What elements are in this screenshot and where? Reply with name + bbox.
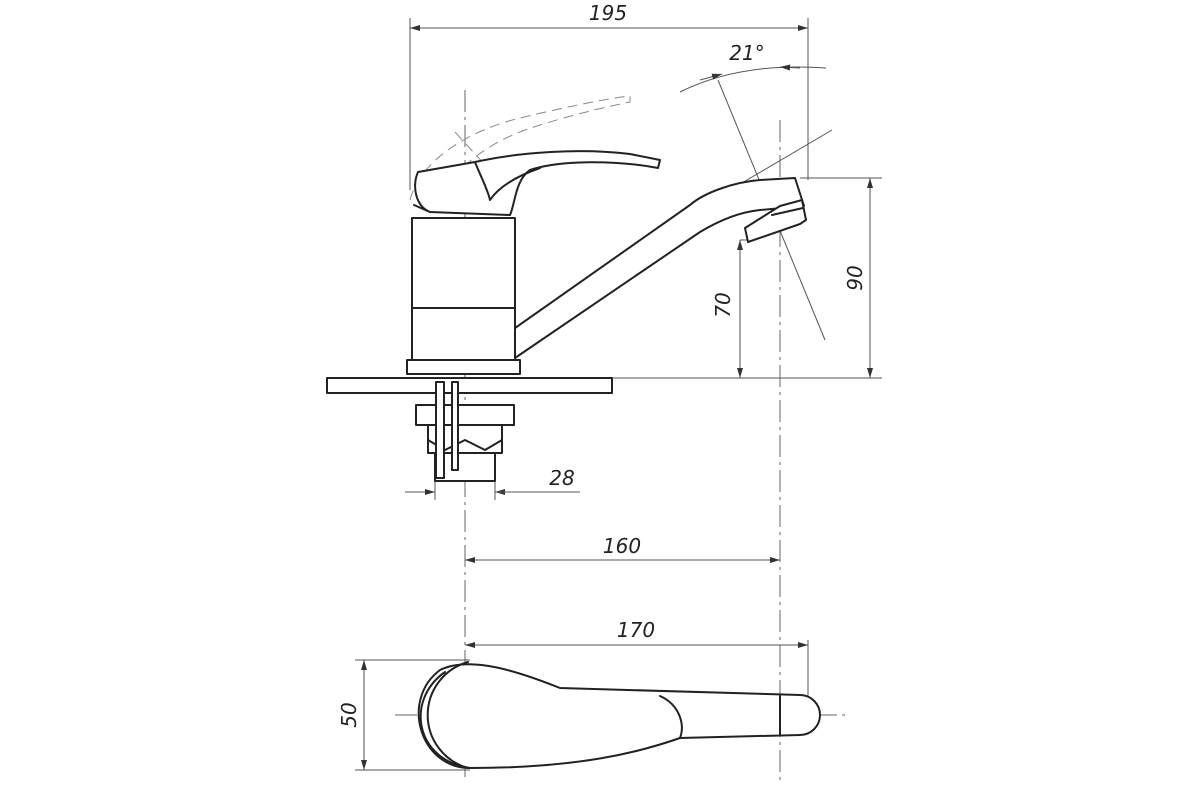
raised-lever-ghost <box>409 95 631 201</box>
faucet-front-view <box>326 150 807 482</box>
spout <box>497 177 805 359</box>
mounting-stud <box>435 381 445 479</box>
dim-label-195: 195 <box>589 1 627 25</box>
dim-label-70: 70 <box>711 292 735 317</box>
top-view-lever <box>417 663 821 769</box>
body-lower <box>411 307 516 361</box>
body-base-ring <box>406 359 521 375</box>
dim-label-90: 90 <box>843 265 867 290</box>
dim-label-170: 170 <box>617 618 655 642</box>
deck-plate <box>326 377 613 394</box>
lever-handle <box>414 150 661 216</box>
dim-label-50: 50 <box>337 702 361 727</box>
dimension-lines <box>361 25 873 770</box>
dim-label-160: 160 <box>603 534 641 558</box>
angle-construction <box>679 66 833 341</box>
faucet-top-view <box>417 661 821 769</box>
dim-label-28: 28 <box>549 466 574 490</box>
mounting-nut <box>415 404 515 426</box>
dim-label-angle: 21° <box>729 41 764 65</box>
body-upper <box>411 217 516 309</box>
dimension-labels: 195 21° 90 70 28 160 170 50 <box>337 1 867 728</box>
supply-hose <box>451 381 459 471</box>
